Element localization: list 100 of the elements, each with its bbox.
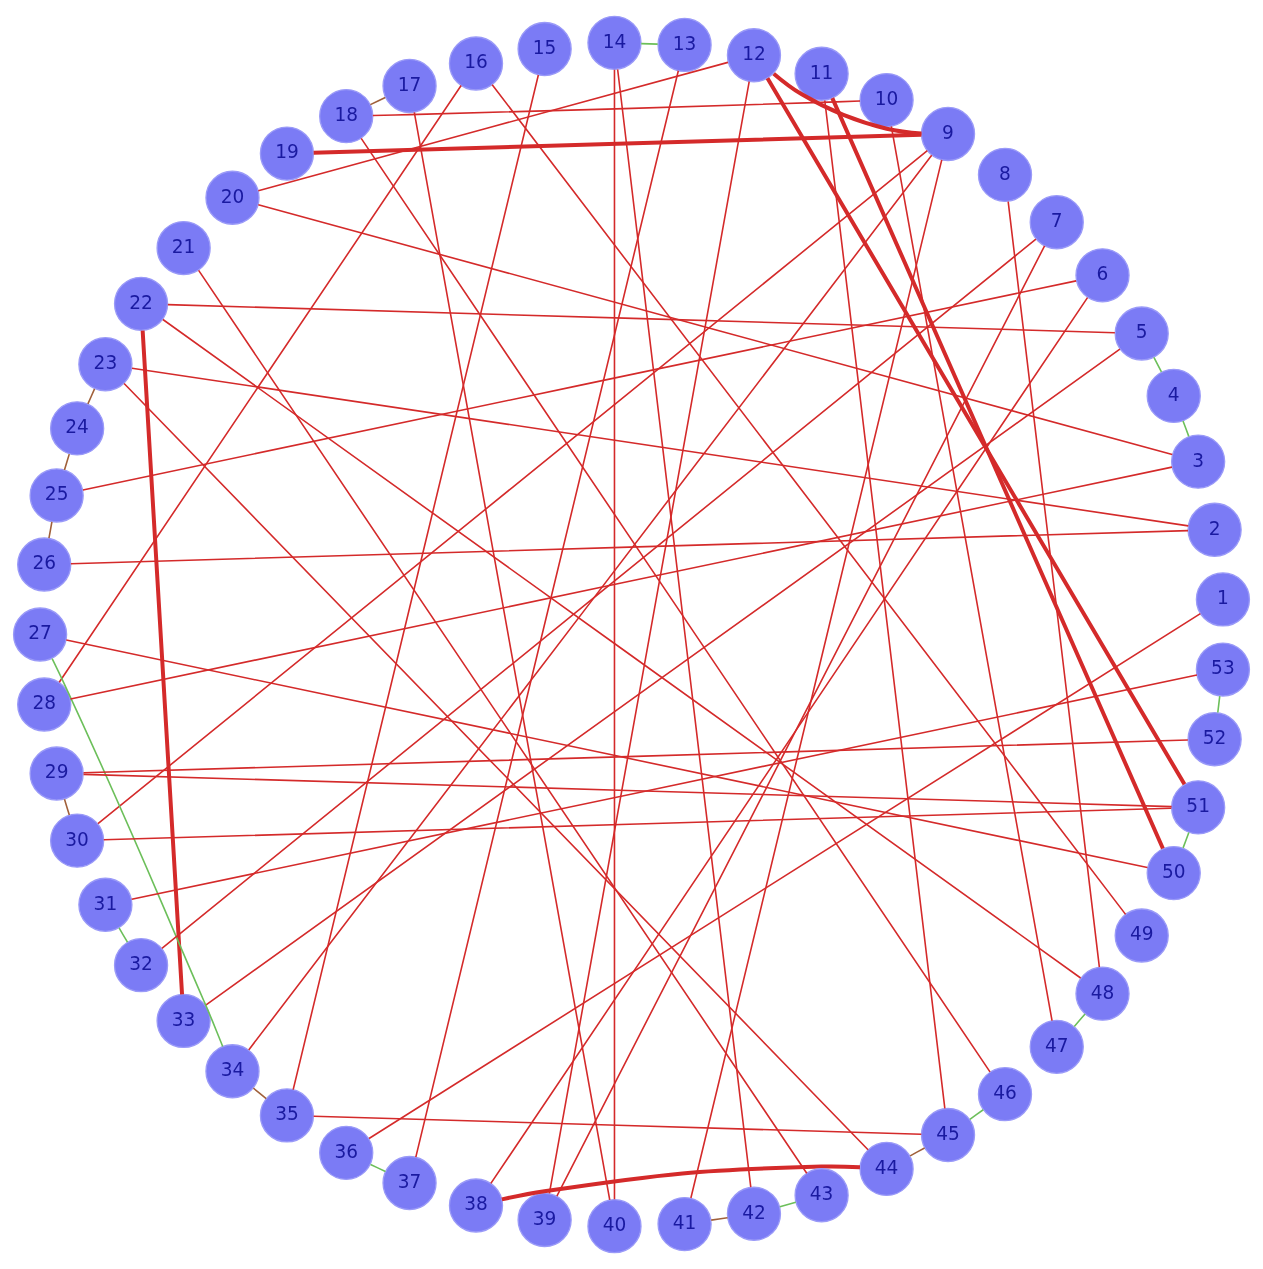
connector: [204, 348, 1121, 1007]
node-circle: 25: [29, 468, 84, 523]
node-circle: 50: [1146, 845, 1201, 901]
node-circle: 7: [1029, 195, 1084, 250]
connector: [372, 100, 861, 117]
node-circle: 38: [448, 1178, 504, 1233]
connector: [909, 1147, 926, 1157]
connector: [131, 367, 1190, 527]
connector: [257, 61, 729, 192]
connector: [63, 798, 71, 816]
connector: [102, 807, 1173, 841]
node-circle: 9: [920, 106, 976, 162]
connector: [70, 529, 1189, 565]
connector: [779, 1201, 797, 1208]
node-circle: 8: [977, 147, 1033, 203]
node-circle: 6: [1075, 248, 1130, 303]
connector: [1153, 356, 1163, 373]
connector: [197, 269, 808, 1175]
node-circle: 14: [587, 15, 642, 70]
connector: [824, 99, 946, 1110]
node-circle: 19: [259, 126, 315, 181]
connector: [252, 1087, 267, 1100]
node-circle: 23: [78, 337, 133, 392]
connector: [162, 318, 1082, 979]
node-circle: 40: [587, 1199, 642, 1254]
node-circle: 27: [12, 607, 68, 662]
node-circle: 5: [1114, 306, 1169, 361]
connector: [97, 149, 929, 825]
connector: [491, 83, 1127, 916]
node-circle: 46: [977, 1066, 1033, 1122]
connector: [161, 238, 1037, 950]
node-circle: 33: [156, 993, 211, 1049]
node-circle: 42: [726, 1186, 782, 1241]
node-circle: 3: [1170, 434, 1226, 489]
connector: [58, 84, 462, 683]
connector: [613, 68, 616, 1201]
node-circle: 44: [859, 1141, 914, 1197]
connector: [413, 111, 611, 1201]
connector: [548, 80, 750, 1195]
node-circle: 10: [859, 72, 914, 128]
connector: [415, 70, 680, 1158]
connector: [118, 927, 129, 943]
node-circle: 43: [794, 1168, 849, 1223]
node-circle: 2: [1187, 502, 1242, 557]
node-circle: 29: [29, 746, 84, 801]
connector: [369, 96, 387, 106]
connector: [69, 466, 1173, 700]
connector: [1073, 1013, 1086, 1028]
connector: [369, 1163, 387, 1173]
connector: [690, 159, 943, 1199]
connector: [257, 204, 1174, 456]
connector: [87, 388, 96, 405]
connector: [1182, 831, 1190, 849]
connector: [247, 154, 933, 1051]
connector: [368, 612, 1202, 1140]
connector: [772, 72, 922, 136]
node-circle: 31: [78, 877, 133, 932]
connector: [1217, 695, 1221, 714]
node-circle: 32: [113, 938, 169, 993]
connector: [63, 453, 71, 471]
connector: [82, 739, 1189, 774]
node-circle: 12: [726, 28, 782, 83]
node-circle: 24: [49, 401, 105, 456]
node-circle: 39: [517, 1192, 572, 1248]
connector: [167, 303, 1116, 334]
node-circle: 11: [794, 46, 849, 101]
node-circle: 47: [1029, 1019, 1084, 1074]
node-circle: 48: [1075, 966, 1130, 1021]
connector: [1182, 420, 1190, 438]
node-circle: 49: [1114, 908, 1169, 963]
connector: [313, 132, 922, 155]
connector: [640, 42, 659, 45]
connector: [616, 68, 752, 1188]
connector: [292, 74, 540, 1091]
connector: [556, 245, 1046, 1197]
connector: [1007, 200, 1101, 968]
connector: [48, 521, 53, 539]
connector: [830, 97, 1165, 850]
node-circle: 53: [1195, 642, 1251, 697]
node-circle: 22: [113, 276, 169, 331]
node-circle: 20: [205, 170, 260, 225]
connector: [51, 657, 224, 1048]
node-circle: 1: [1195, 572, 1251, 627]
node-circle: 18: [319, 88, 374, 144]
node-circle: 26: [17, 537, 72, 592]
connector: [890, 125, 1053, 1022]
node-circle: 15: [517, 21, 572, 77]
node-circle: 21: [156, 220, 211, 276]
connector: [765, 77, 1187, 786]
connector: [490, 296, 1089, 1185]
connector: [65, 639, 1149, 869]
node-circle: 37: [382, 1155, 437, 1211]
node-circle: 16: [448, 36, 504, 91]
connector: [360, 137, 991, 1073]
connector: [130, 674, 1198, 901]
node-circle: 28: [17, 677, 72, 732]
node-circle: 35: [259, 1088, 315, 1143]
node-circle: 45: [920, 1107, 976, 1163]
connector: [501, 1164, 861, 1202]
node-circle: 41: [657, 1196, 712, 1252]
